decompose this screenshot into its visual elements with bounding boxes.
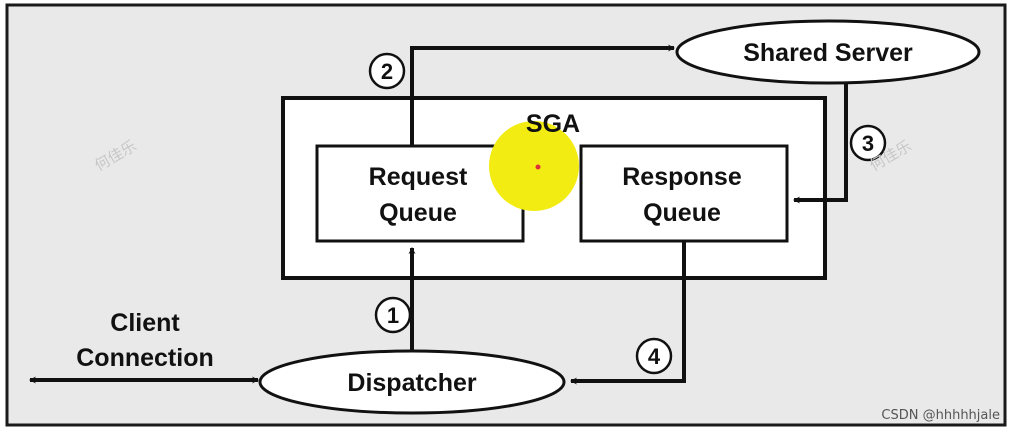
arrow-step-3 [792,84,848,204]
step-number: 2 [381,59,393,84]
request-queue-label-line1: Request [369,163,468,191]
client-connection-label-line1: Client [110,309,180,337]
sga-label: SGA [526,110,580,138]
cursor-dot [535,164,541,170]
cursor-highlight [489,121,579,211]
csdn-credit: CSDN @hhhhhjale [881,408,1000,423]
step-marker-4: 4 [635,337,673,375]
step-marker-2: 2 [368,52,406,90]
response-queue-label-line1: Response [622,163,742,191]
request-queue-box [315,144,525,243]
arrow-step-2 [410,44,676,146]
step-marker-1: 1 [374,296,412,334]
step-number: 4 [648,344,661,369]
step-marker-3: 3 [849,124,887,162]
shared-server-ellipse [675,19,981,85]
dispatcher-label: Dispatcher [347,369,476,397]
response-queue-label-line2: Queue [643,199,721,227]
response-queue-box [579,144,789,243]
shared-server-label: Shared Server [743,39,913,67]
arrow-step-4 [569,241,686,385]
step-number: 3 [862,131,874,156]
client-connection-label-line2: Connection [76,344,214,372]
step-number: 1 [387,303,399,328]
request-queue-label-line2: Queue [379,199,457,227]
